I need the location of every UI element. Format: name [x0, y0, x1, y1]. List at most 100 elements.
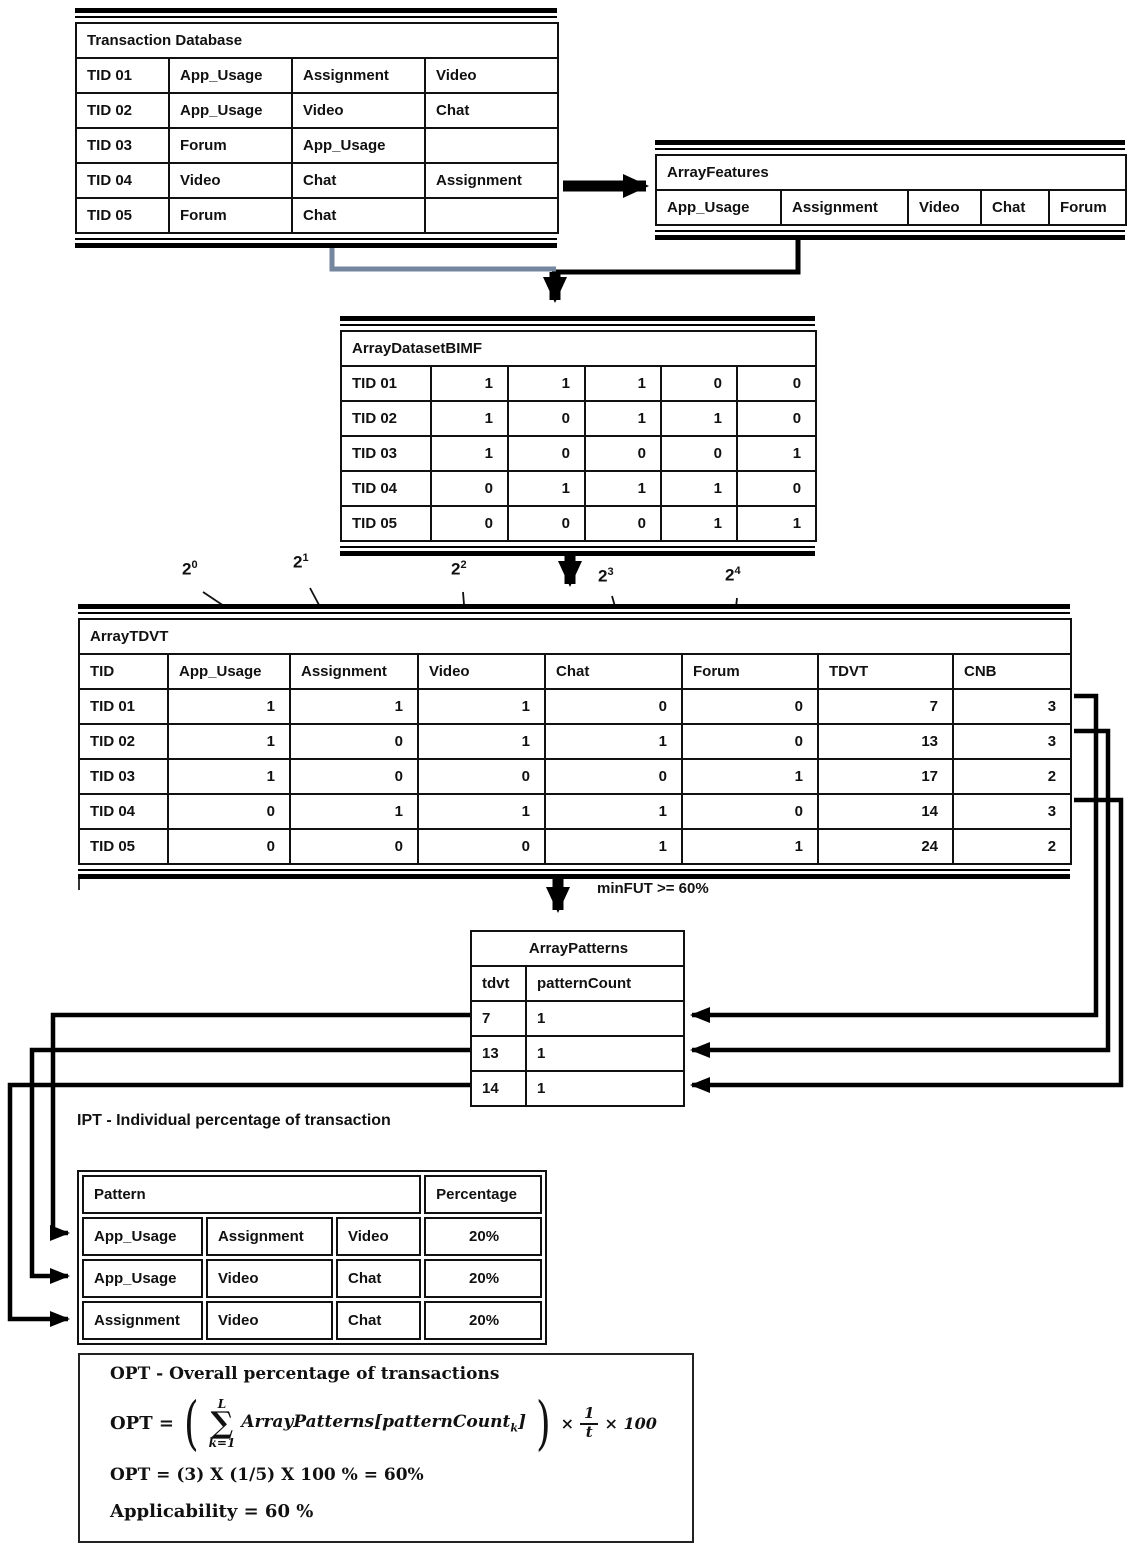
cell: 0	[544, 758, 683, 795]
power-label-2e2: 22	[451, 559, 467, 579]
cell: Forum	[1048, 189, 1127, 226]
column-header: CNB	[951, 653, 1073, 690]
column-header: patternCount	[525, 965, 685, 1002]
cell	[424, 127, 559, 164]
cell: App_Usage	[82, 1259, 203, 1298]
cell: 1	[660, 505, 738, 542]
cell: 1	[289, 688, 419, 725]
column-header: Chat	[544, 653, 683, 690]
cell: TID 03	[75, 127, 170, 164]
cell	[424, 197, 559, 234]
cell: 0	[289, 758, 419, 795]
divider	[78, 869, 1070, 879]
summation-symbol: L ∑ k=1	[208, 1396, 236, 1450]
cell: TID 03	[340, 435, 432, 472]
cell: Forum	[168, 197, 293, 234]
cell: 13	[817, 723, 954, 760]
cell: 0	[681, 793, 819, 830]
cell: TID 04	[340, 470, 432, 507]
cell: 1	[681, 828, 819, 865]
cell: 1	[507, 365, 586, 402]
cell: 1	[735, 435, 818, 472]
cell: Video	[907, 189, 982, 226]
cell: 1	[544, 828, 683, 865]
table-title: ArrayFeatures	[655, 154, 1127, 191]
cell: 0	[735, 365, 818, 402]
cell: 0	[660, 435, 738, 472]
fraction-1-over-t: 1 t	[580, 1405, 599, 1441]
connector-tid01-to-pattern7	[690, 693, 1099, 1023]
cell: Chat	[291, 162, 426, 199]
cell: 1	[417, 723, 546, 760]
cell: TID 01	[75, 57, 170, 94]
cell: TID 04	[75, 162, 170, 199]
cell: 1	[430, 365, 509, 402]
column-header: TDVT	[817, 653, 954, 690]
column-header: Video	[417, 653, 546, 690]
cell: Chat	[336, 1259, 422, 1298]
table-title: ArrayPatterns	[470, 930, 685, 967]
cell: TID 05	[78, 828, 169, 865]
table-title: ArrayDatasetBIMF	[339, 330, 818, 367]
cell: App_Usage	[655, 189, 782, 226]
cell: TID 02	[78, 723, 169, 760]
cell: 14	[470, 1070, 527, 1107]
opt-formula-box: OPT - Overall percentage of transactions…	[78, 1353, 694, 1543]
cell: Video	[205, 1301, 334, 1340]
cell: 1	[525, 1070, 685, 1107]
cell: 3	[951, 793, 1073, 830]
cell: 0	[544, 688, 683, 725]
cell: Forum	[168, 127, 293, 164]
cell: 7	[470, 1000, 527, 1037]
cell: 0	[507, 435, 586, 472]
cell: 7	[817, 688, 954, 725]
cell: TID 01	[340, 365, 432, 402]
column-header: TID	[78, 653, 169, 690]
cell: 20%	[424, 1259, 542, 1298]
cell: 1	[417, 793, 546, 830]
cell: Video	[205, 1259, 334, 1298]
formula-term: ArrayPatterns[patternCountk]	[241, 1411, 526, 1435]
power-label-2e1: 21	[293, 552, 309, 572]
connector-tid04-to-pattern14	[690, 797, 1124, 1093]
table-title: ArrayTDVT	[77, 618, 1073, 655]
cell: 0	[584, 505, 662, 542]
cell: 0	[735, 470, 818, 507]
cell: 1	[735, 505, 818, 542]
bracket-from-txn	[329, 240, 556, 272]
cell: 0	[430, 470, 509, 507]
cell: Assignment	[424, 162, 559, 199]
cell: TID 01	[78, 688, 169, 725]
connector-pattern13-to-ipt-row2	[29, 1047, 470, 1284]
connector-tid02-to-pattern13	[690, 728, 1111, 1058]
cell: 14	[817, 793, 954, 830]
connector-pattern7-to-ipt-row1	[50, 1012, 470, 1241]
cell: 0	[681, 723, 819, 760]
cell: TID 04	[78, 793, 169, 830]
